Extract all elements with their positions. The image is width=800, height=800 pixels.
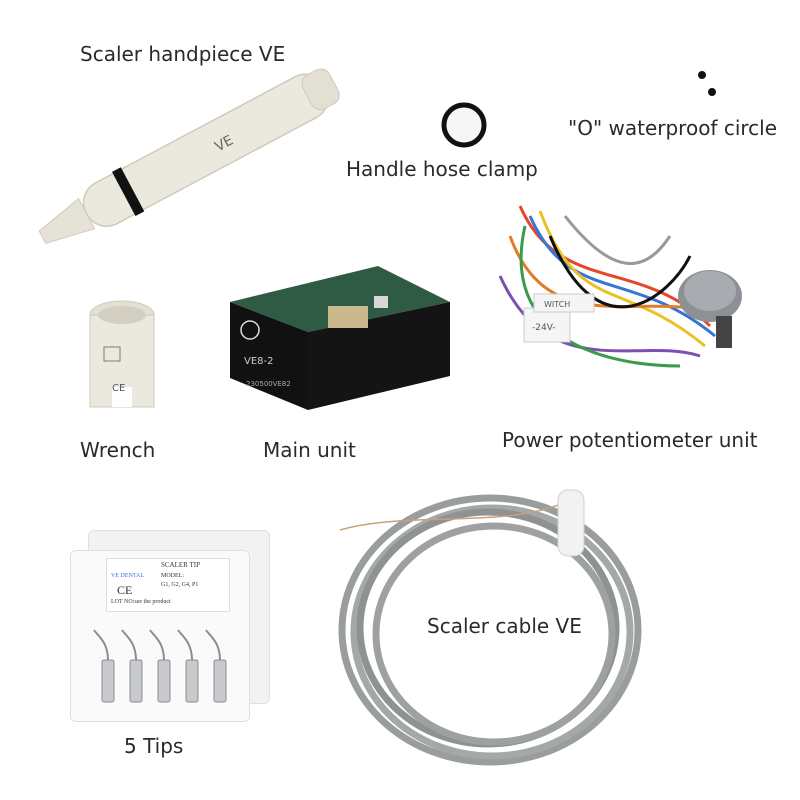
tips-box-title: SCALER TIP bbox=[161, 561, 200, 569]
hose-clamp-image bbox=[441, 102, 487, 148]
tips-box: VE DENTAL CE SCALER TIP MODEL: G1, G2, G… bbox=[70, 530, 270, 722]
handpiece-mark-text: VE bbox=[212, 133, 236, 156]
wrench-ce-mark: CE bbox=[112, 383, 126, 394]
potentiometer-label: Power potentiometer unit bbox=[502, 428, 758, 452]
tips-box-model: MODEL: bbox=[161, 573, 184, 579]
potentiometer-unit-image: WITCH -24V- bbox=[498, 205, 742, 368]
main-unit-label: Main unit bbox=[263, 438, 356, 462]
o-ring-label: "O" waterproof circle bbox=[568, 116, 778, 140]
wire-tag-voltage-text: -24V- bbox=[532, 323, 556, 333]
tips-box-brand: VE DENTAL bbox=[111, 573, 145, 579]
wire-tag-switch-text: WITCH bbox=[544, 300, 570, 309]
tips-image bbox=[93, 629, 227, 703]
tips-label: 5 Tips bbox=[124, 734, 184, 758]
tips-box-card: VE DENTAL CE SCALER TIP MODEL: G1, G2, G… bbox=[106, 558, 230, 612]
tips-box-lot: LOT NO:see the product bbox=[111, 599, 171, 605]
tips-box-ce: CE bbox=[117, 583, 133, 597]
tips-box-list: G1, G2, G4, P1 bbox=[161, 582, 199, 588]
main-unit-image: VE8-2 230500VE82 bbox=[230, 266, 450, 410]
scaler-cable-image bbox=[338, 489, 642, 766]
wrench-image bbox=[89, 300, 155, 408]
main-unit-serial-text: 230500VE82 bbox=[246, 380, 291, 388]
handpiece-label: Scaler handpiece VE bbox=[80, 42, 286, 66]
o-ring-image bbox=[698, 71, 716, 96]
wrench-label: Wrench bbox=[80, 438, 156, 462]
clamp-label: Handle hose clamp bbox=[346, 157, 538, 181]
cable-label: Scaler cable VE bbox=[427, 614, 582, 638]
main-unit-model-text: VE8-2 bbox=[244, 356, 274, 367]
